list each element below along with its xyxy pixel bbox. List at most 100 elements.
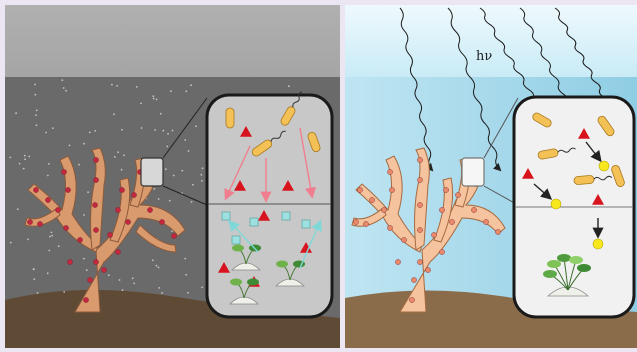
polyp-healthy [417,177,422,182]
particle [160,113,162,115]
particle [111,84,113,86]
polyp-healthy [443,187,448,192]
polyp-healthy [417,202,422,207]
particle [87,191,89,193]
polyp-healthy [495,229,500,234]
polyp-healthy [381,207,386,212]
particle [153,98,155,100]
right-zoom-source [462,158,484,186]
polyp-healthy [417,259,422,264]
particle [185,274,187,276]
particle [69,145,71,147]
particle [35,114,37,116]
polyp-stressed [147,207,152,212]
polyp-stressed [67,259,72,264]
polyp-healthy [411,277,416,282]
seedling-healthy-leaf [569,256,583,264]
polyp-stressed [159,219,164,224]
particle [123,154,125,156]
particle [86,269,88,271]
particle [173,175,175,177]
particle [17,208,19,210]
left-scene [5,5,340,348]
cyst-square [250,218,258,226]
particle [117,151,119,153]
particle [89,132,91,134]
polyp-healthy [417,227,422,232]
polyp-stressed [92,202,97,207]
particle [192,184,194,186]
cyst-square [282,212,290,220]
seedling-stressed-leaf-a [230,279,242,286]
particle [187,292,189,294]
particle [47,272,49,274]
particle [158,287,160,289]
particle [78,164,80,166]
polyp-stressed [87,277,92,282]
right-zoom-panel [514,97,634,317]
particle [9,157,11,159]
polyp-healthy [363,221,368,226]
particle [19,163,21,165]
particle [195,125,197,127]
particle [153,188,155,190]
particle [94,130,96,132]
particle [48,163,50,165]
particle [113,113,115,115]
polyp-stressed [107,232,112,237]
particle [161,292,163,294]
left-zoom-source [141,158,163,186]
particle [136,86,138,88]
seedling-stressed-leaf-a [276,261,288,268]
particle [65,90,67,92]
polyp-stressed [93,259,98,264]
particle [45,132,47,134]
particle [132,277,134,279]
right-scene: hν [345,5,637,348]
polyp-healthy [431,232,436,237]
particle [47,175,49,177]
particle [52,127,54,129]
particle [152,259,154,261]
particle [51,232,53,234]
polyp-stressed [65,187,70,192]
seedling-healthy-leaf [577,264,591,272]
polyp-healthy [353,219,358,224]
particle [288,85,290,87]
scene-divider [340,0,345,348]
polyp-stressed [77,237,82,242]
polyp-stressed [115,249,120,254]
particle [158,198,160,200]
particle [201,287,203,289]
particle [15,112,17,114]
particle [83,214,85,216]
seedling-stressed-leaf-a [232,245,244,252]
particle [191,201,193,203]
particle [188,150,190,152]
particle [154,129,156,131]
polyp-healthy [439,207,444,212]
polyp-stressed [61,169,66,174]
particle [165,168,167,170]
particle [201,180,203,182]
cyst-square [232,236,240,244]
particle [184,258,186,260]
polyp-healthy [395,259,400,264]
polyp-stressed [27,219,32,224]
particle [83,143,85,145]
particle [58,245,60,247]
light-label: hν [476,49,492,64]
left-sky [5,5,340,77]
polyp-stressed [37,221,42,226]
particle [23,168,25,170]
degradation-product [593,239,603,249]
particle [158,267,160,269]
bacterium [226,108,234,128]
particle [83,258,85,260]
particle [28,156,30,158]
polyp-healthy [449,219,454,224]
particle [116,85,118,87]
particle [185,90,187,92]
